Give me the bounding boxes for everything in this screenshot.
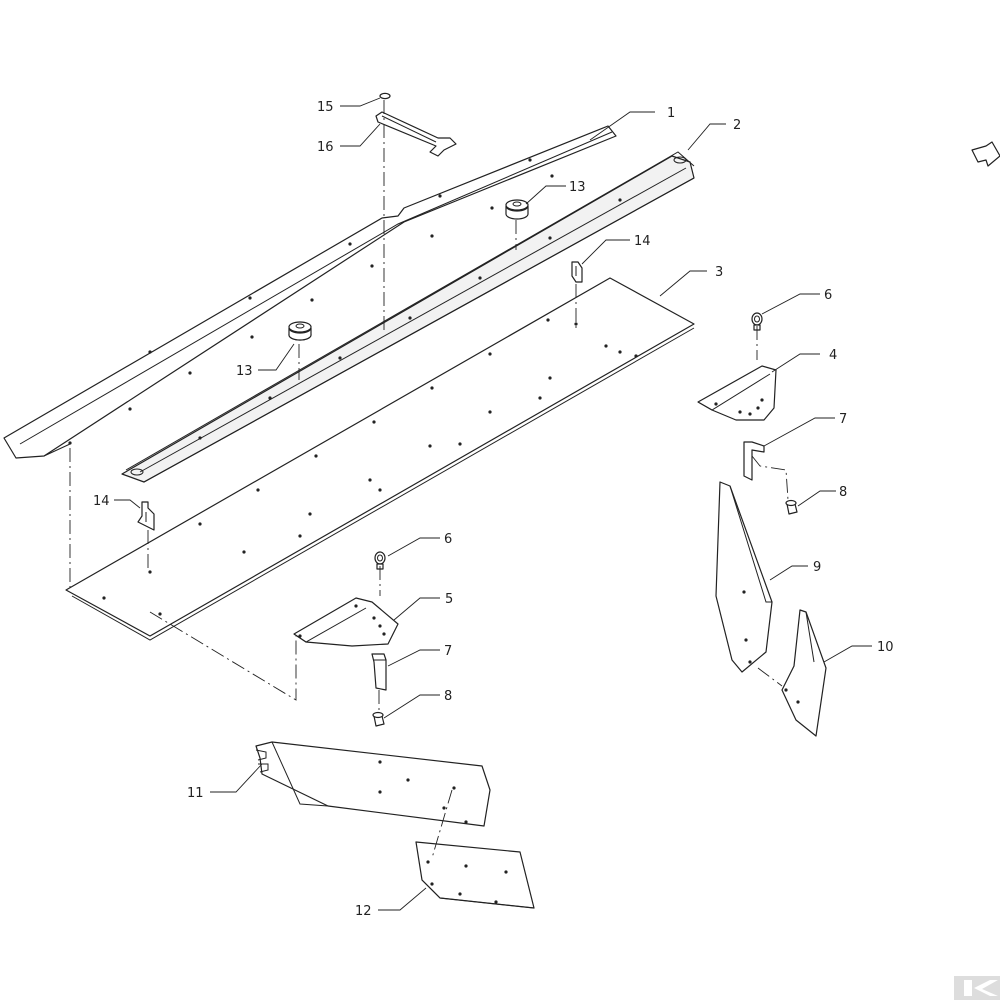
callout-6-lower: 6 — [444, 532, 452, 547]
part-7-tab-a — [743, 441, 765, 481]
part-9-side-shield — [715, 481, 773, 673]
direction-arrow-icon — [971, 141, 1000, 167]
part-13-buffer-b — [505, 199, 529, 220]
callout-labels: 1 2 3 4 5 6 6 7 7 8 8 9 10 11 12 13 13 1… — [93, 100, 894, 919]
callout-9: 9 — [813, 560, 821, 575]
callout-5: 5 — [445, 592, 453, 607]
part-13-buffer-a — [288, 321, 312, 341]
brand-logo-icon — [954, 976, 1000, 1000]
part-8-bolt-b — [372, 711, 385, 727]
part-14-clip-b — [137, 501, 155, 531]
callout-16: 16 — [317, 140, 334, 155]
callout-7-upper: 7 — [839, 412, 847, 427]
part-12-lower-flap — [415, 841, 535, 909]
leader-lines — [114, 97, 872, 911]
part-11-lower-shield — [255, 741, 491, 827]
part-14-clip-a — [571, 261, 583, 283]
part-7-tab-b — [371, 653, 387, 691]
part-1-top-cover — [3, 125, 617, 459]
callout-2: 2 — [733, 118, 741, 133]
part-8-bolt-a — [785, 499, 798, 515]
part-4-bracket — [697, 365, 777, 421]
callout-1: 1 — [667, 106, 675, 121]
callout-7-lower: 7 — [444, 644, 452, 659]
callout-10: 10 — [877, 640, 894, 655]
callout-6-upper: 6 — [824, 288, 832, 303]
part-3-plate — [65, 277, 695, 641]
part-5-bracket — [293, 597, 399, 647]
callout-11: 11 — [187, 786, 204, 801]
part-2-rail — [121, 151, 695, 483]
part-15-washer — [379, 92, 391, 100]
callout-8-upper: 8 — [839, 485, 847, 500]
callout-13-lower: 13 — [236, 364, 253, 379]
callout-14-lower: 14 — [93, 494, 110, 509]
callout-14-upper: 14 — [634, 234, 651, 249]
part-10-side-plate — [781, 609, 827, 737]
callout-15: 15 — [317, 100, 334, 115]
part-16-hook — [375, 111, 457, 157]
callout-13-upper: 13 — [569, 180, 586, 195]
assembly-center-lines — [69, 100, 789, 859]
callout-12: 12 — [355, 904, 372, 919]
callout-8-lower: 8 — [444, 689, 452, 704]
callout-4: 4 — [829, 348, 837, 363]
callout-3: 3 — [715, 265, 723, 280]
